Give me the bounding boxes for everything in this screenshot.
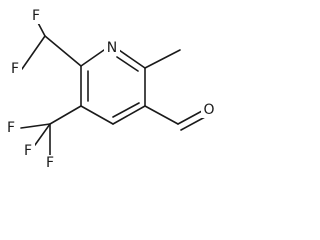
bond-ring-c2-n: [80, 49, 105, 67]
bond-ring-c5-c4-inner: [112, 102, 140, 118]
bond-chf2-ring: [44, 35, 82, 67]
atom-f-left: F: [11, 61, 19, 77]
bond-aldehyde-co-double: [180, 116, 206, 131]
atom-bg-o: [201, 102, 217, 118]
bond-aldehyde-ring: [144, 105, 179, 125]
atom-bg-f1: [28, 8, 42, 24]
bond-chf2-f-left: [21, 35, 46, 70]
atom-o: O: [203, 102, 214, 118]
atom-f-cf3-lower-left: F: [24, 143, 32, 159]
bond-ring-c4-c3: [80, 105, 114, 125]
atom-f-cf3-left: F: [7, 120, 15, 136]
molecule-structure-canvas: F F N F F F O: [4, 8, 217, 171]
bond-ring-c5-c4: [112, 105, 146, 125]
bond-ring-n-c6-inner: [116, 56, 139, 72]
bond-cf3-ring: [49, 105, 82, 125]
atom-bg-f3: [4, 120, 18, 136]
atom-n: N: [107, 40, 117, 56]
bond-aldehyde-co: [177, 110, 203, 125]
atom-bg-f4: [21, 143, 35, 159]
bond-cf3-f-left: [20, 123, 51, 129]
molecule-structure-diagram: F F N F F F O: [4, 8, 217, 171]
atom-f-cf3-bottom: F: [46, 155, 54, 171]
atom-f-top: F: [32, 8, 40, 24]
atom-bg-f5: [43, 155, 57, 171]
atom-bg-n: [104, 40, 120, 56]
bond-ring-n-c6: [118, 49, 146, 69]
bond-methyl: [144, 49, 181, 69]
atom-bg-f2: [8, 61, 22, 77]
bond-cf3-f-lower-left: [34, 123, 51, 146]
